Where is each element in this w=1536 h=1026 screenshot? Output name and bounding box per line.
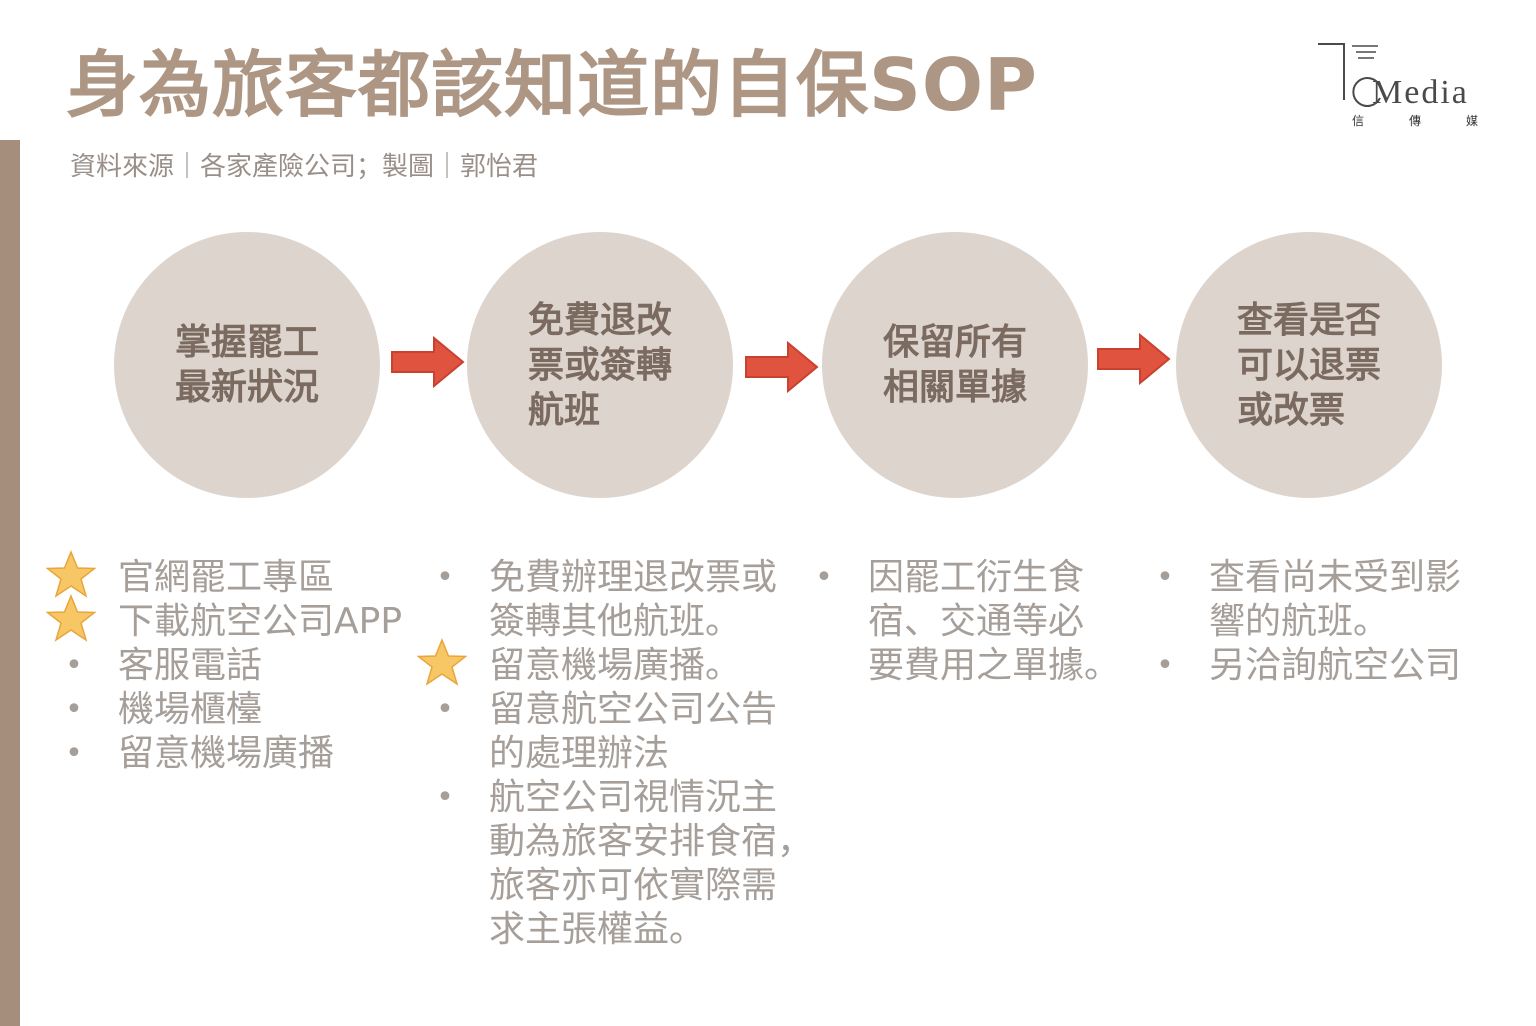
bullet-dot-icon: • — [1156, 648, 1174, 683]
step-circle-3: 保留所有 相關單據 — [822, 232, 1088, 498]
step-circle-2: 免費退改 票或簽轉 航班 — [467, 232, 733, 498]
list-item-text: 留意機場廣播 — [118, 733, 335, 774]
logo-char: 媒 — [1465, 114, 1478, 128]
logo-mark-icon — [1318, 43, 1381, 107]
list-item-text: 客服電話 — [118, 645, 263, 686]
step-label: 查看是否 可以退票 或改票 — [1236, 299, 1381, 431]
list-item: • 查看尚未受到影 響的航班。 — [1143, 556, 1461, 644]
logo-char: 傳 — [1408, 114, 1421, 128]
page-title: 身為旅客都該知道的自保SOP — [66, 43, 1038, 127]
bullet-list-step-3: • 因罷工衍生食 宿、交通等必 要費用之單據。 — [802, 556, 1120, 688]
step-circle-1: 掌握罷工 最新狀況 — [114, 232, 380, 498]
step-label: 掌握罷工 最新狀況 — [174, 322, 319, 408]
list-item-text: 留意航空公司公告 的處理辦法 — [489, 689, 778, 774]
logo-wordmark: Media — [1372, 74, 1469, 111]
right-arrow-icon — [1097, 332, 1171, 386]
bullet-dot-icon: • — [1156, 560, 1174, 595]
left-accent-bar — [0, 140, 20, 1026]
star-icon — [46, 550, 96, 598]
step-label: 免費退改 票或簽轉 航班 — [527, 299, 672, 431]
bullet-dot-icon: • — [65, 648, 83, 683]
bullet-dot-icon: • — [436, 692, 454, 727]
star-icon — [417, 638, 467, 686]
list-item: 留意機場廣播。 — [417, 638, 813, 688]
list-item-text: 另洽詢航空公司 — [1209, 645, 1462, 686]
list-item-text: 免費辦理退改票或 簽轉其他航班。 — [489, 557, 778, 642]
logo-subtitle: 信 傳 媒 — [1352, 112, 1478, 129]
star-icon — [46, 594, 96, 642]
list-item: 下載航空公司APP — [46, 594, 403, 644]
bullet-dot-icon: • — [65, 736, 83, 771]
list-item: • 免費辦理退改票或 簽轉其他航班。 — [423, 556, 813, 644]
list-item: • 航空公司視情況主 動為旅客安排食宿， 旅客亦可依實際需 求主張權益。 — [423, 776, 813, 952]
bullet-dot-icon: • — [436, 780, 454, 815]
list-item: • 另洽詢航空公司 — [1143, 644, 1461, 688]
list-item: • 客服電話 — [52, 644, 402, 688]
list-item: • 因罷工衍生食 宿、交通等必 要費用之單據。 — [802, 556, 1120, 688]
step-circle-4: 查看是否 可以退票 或改票 — [1176, 232, 1442, 498]
bullet-dot-icon: • — [815, 560, 833, 595]
bullet-list-step-4: • 查看尚未受到影 響的航班。 • 另洽詢航空公司 — [1143, 556, 1461, 688]
media-logo: Media 信 傳 媒 — [1312, 38, 1492, 134]
list-item-text: 機場櫃檯 — [118, 689, 263, 730]
source-credit: 資料來源｜各家產險公司；製圖｜郭怡君 — [70, 152, 539, 182]
list-item-text: 查看尚未受到影 響的航班。 — [1209, 557, 1462, 642]
right-arrow-icon — [391, 335, 465, 389]
logo-char: 信 — [1352, 114, 1365, 128]
bullet-dot-icon: • — [436, 560, 454, 595]
list-item-text: 下載航空公司APP — [118, 601, 403, 642]
list-item: • 機場櫃檯 — [52, 688, 402, 732]
bullet-dot-icon: • — [65, 692, 83, 727]
bullet-list-step-2: •免費辦理退改票或 簽轉其他航班。留意機場廣播。•留意航空公司公告 的處理辦法•… — [417, 556, 813, 952]
right-arrow-icon — [745, 340, 819, 394]
step-label: 保留所有 相關單據 — [882, 322, 1027, 408]
list-item: • 留意機場廣播 — [52, 732, 402, 776]
bullet-list-step-1: 官網罷工專區下載航空公司APP • 客服電話 • 機場櫃檯 • 留意機場廣播 — [46, 550, 403, 776]
list-item-text: 官網罷工專區 — [118, 557, 335, 598]
list-item-text: 因罷工衍生食 宿、交通等必 要費用之單據。 — [868, 557, 1121, 686]
list-item-text: 航空公司視情況主 動為旅客安排食宿， 旅客亦可依實際需 求主張權益。 — [489, 777, 814, 950]
list-item: 官網罷工專區 — [46, 550, 402, 600]
list-item: • 留意航空公司公告 的處理辦法 — [423, 688, 813, 776]
list-item-text: 留意機場廣播。 — [489, 645, 742, 686]
